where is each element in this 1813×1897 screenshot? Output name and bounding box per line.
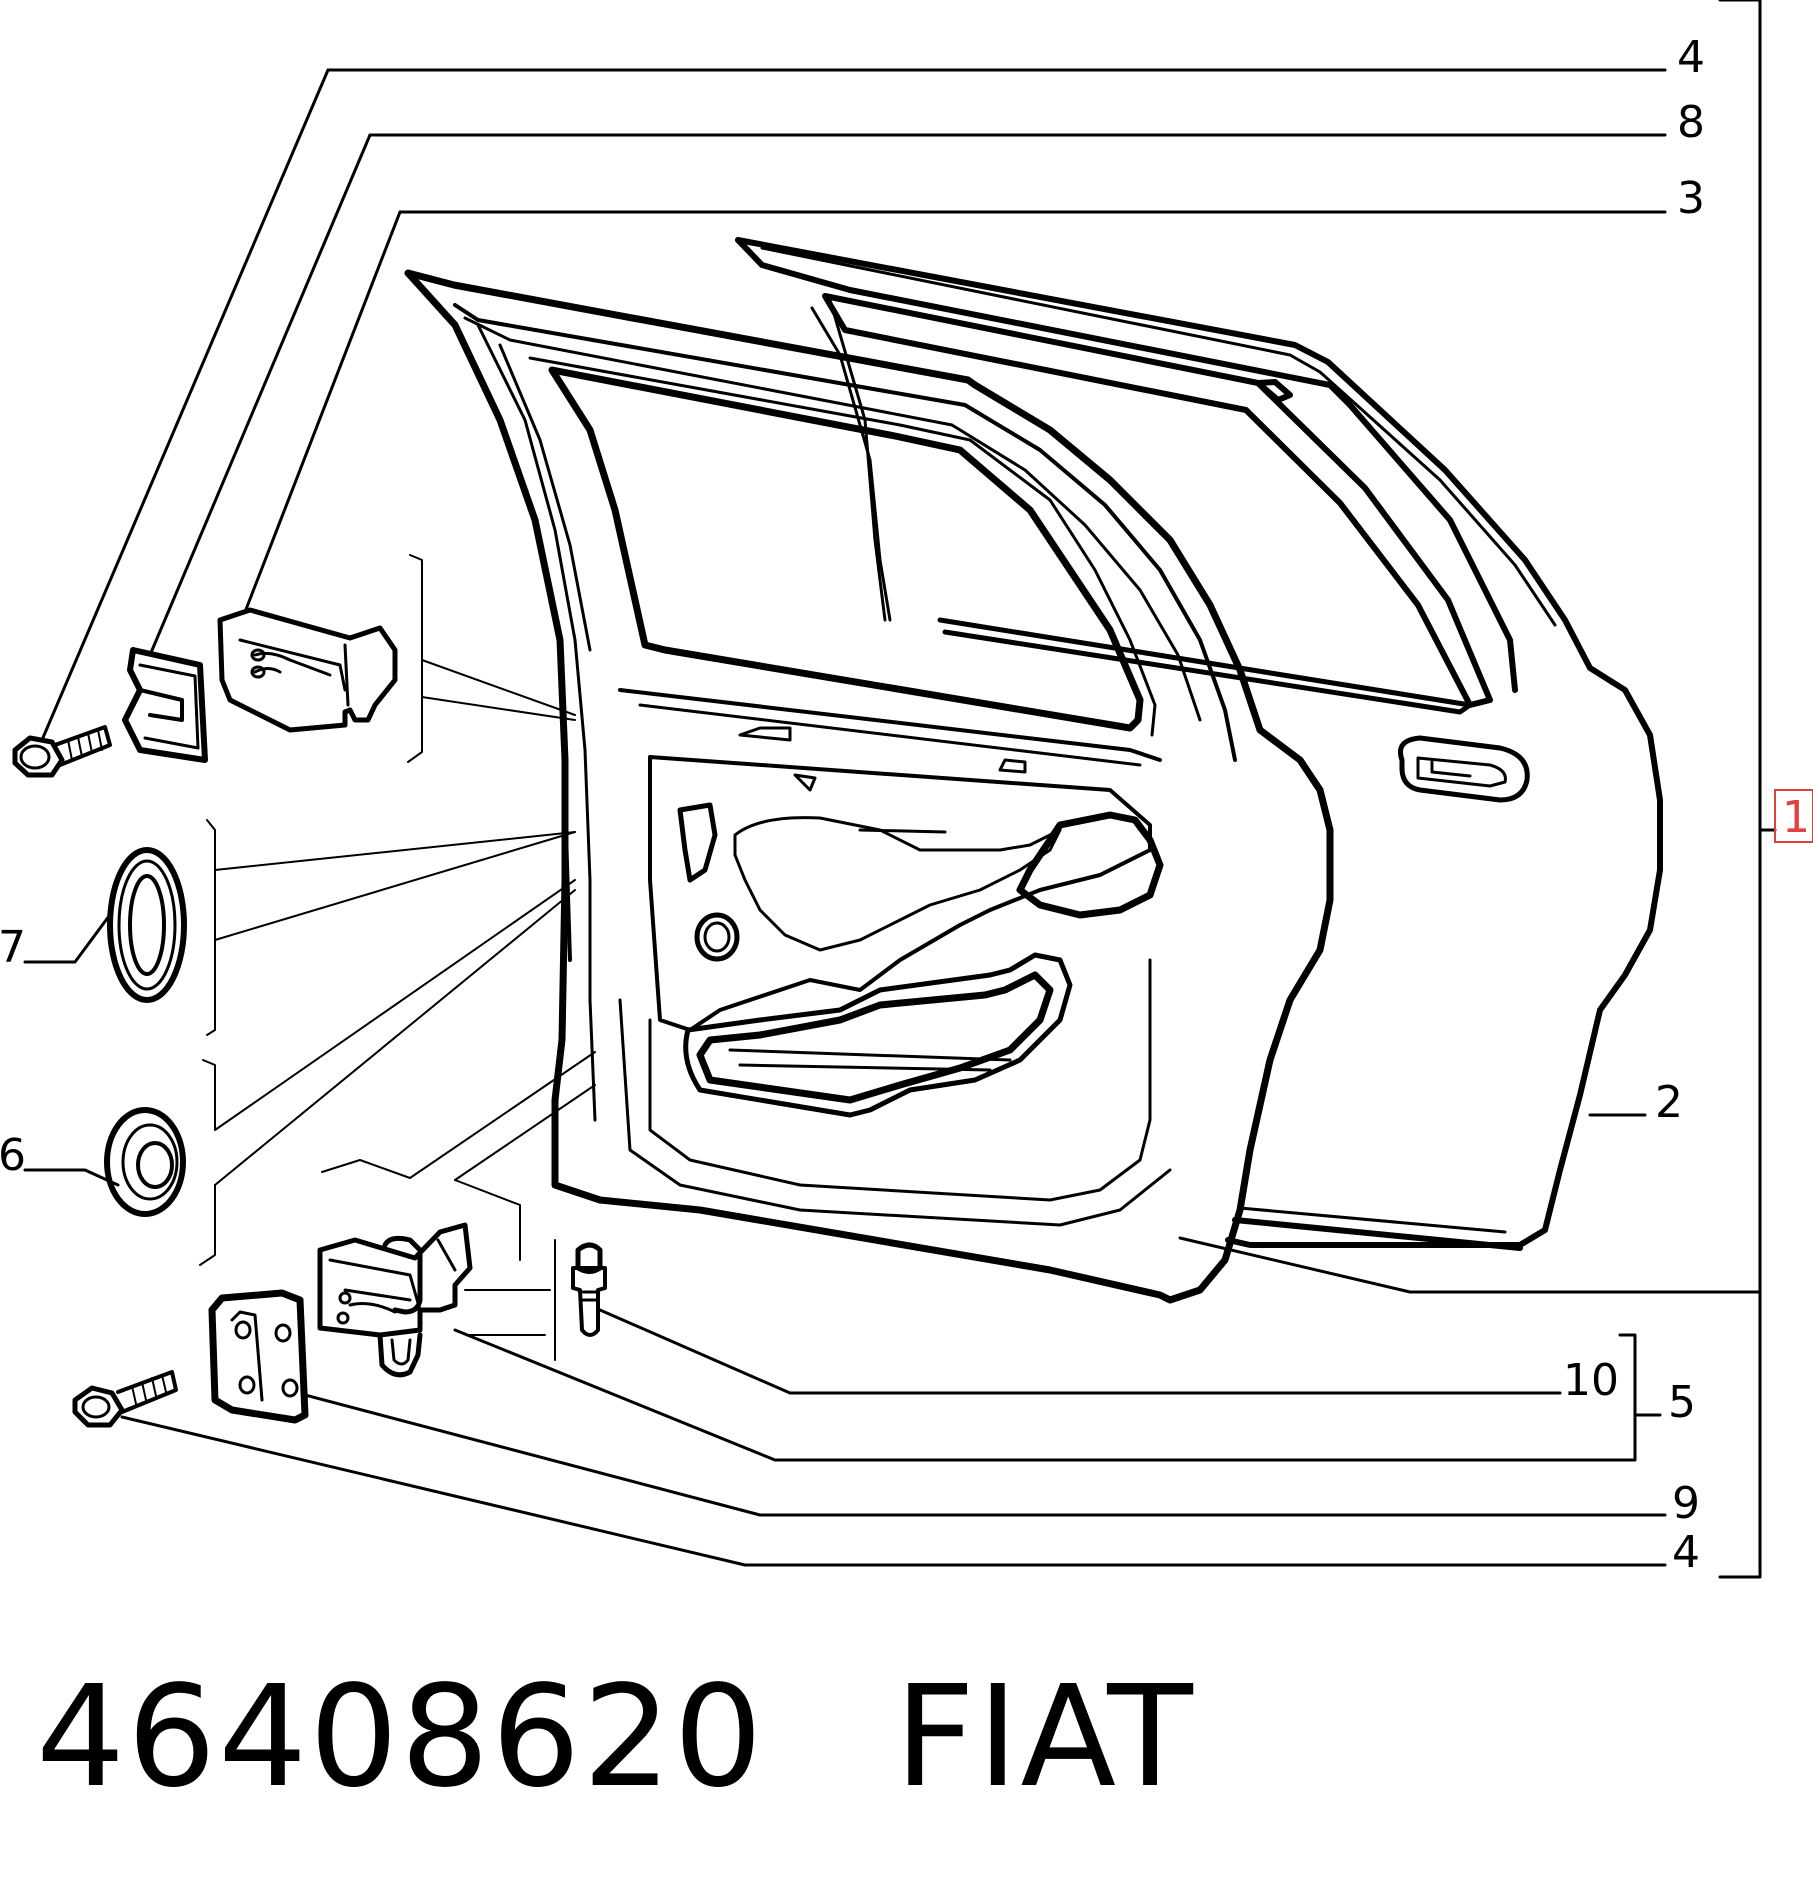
callout-4-bottom: 4 [1672, 1527, 1700, 1578]
backing-plate-icon [208, 1289, 309, 1424]
callout-8: 8 [1677, 97, 1705, 148]
callout-7: 7 [0, 922, 26, 973]
callout-6: 6 [0, 1130, 26, 1181]
hinge-pad-icon [122, 647, 208, 763]
callout-2: 2 [1655, 1077, 1683, 1128]
bolt-icon [72, 1370, 178, 1428]
callout-10: 10 [1563, 1355, 1619, 1406]
door-inner-frame [404, 269, 1334, 1304]
oval-grommet-icon [107, 847, 187, 1003]
callout-4-top: 4 [1677, 32, 1705, 83]
brand-name: FIAT [894, 1656, 1195, 1819]
callout-3: 3 [1677, 173, 1705, 224]
part-number: 46408620 [36, 1656, 765, 1819]
caption: 46408620 FIAT [36, 1648, 1195, 1828]
leader-lines [23, 0, 1777, 1579]
door-exploded-diagram: 4 8 3 1 7 6 2 10 5 9 4 [0, 0, 1813, 1579]
upper-hinge-icon [217, 607, 398, 733]
grouping-brackets [199, 554, 596, 1361]
round-plug-icon [104, 1107, 186, 1217]
bolt-icon [12, 725, 112, 778]
hinge-pin-icon [571, 1242, 607, 1337]
callout-1: 1 [1782, 792, 1810, 843]
door-handle-icon [1398, 735, 1530, 803]
callout-5: 5 [1668, 1377, 1696, 1428]
callout-1-highlight [1774, 789, 1813, 843]
callout-9: 9 [1672, 1478, 1700, 1529]
lower-hinge-icon [317, 1222, 473, 1378]
